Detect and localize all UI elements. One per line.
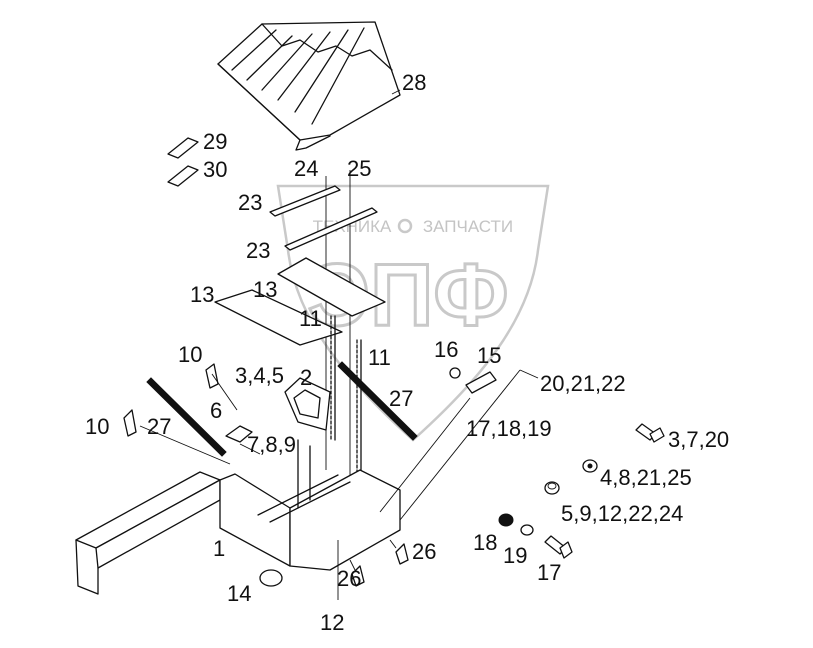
part-13-plate-upper xyxy=(277,257,386,317)
callout-30: 30 xyxy=(203,157,227,182)
part-27-strip-right xyxy=(337,361,418,441)
callout-5-9-12-22-24: 5,9,12,22,24 xyxy=(561,501,683,526)
part-bolt-3-7-20 xyxy=(635,423,665,443)
callout-16: 16 xyxy=(434,337,458,362)
part-15-hinge xyxy=(465,371,497,394)
callout-27-right: 27 xyxy=(389,386,413,411)
callout-10-lower: 10 xyxy=(85,414,109,439)
part-11-rod-right xyxy=(356,339,362,481)
callout-15: 15 xyxy=(477,343,501,368)
callout-14: 14 xyxy=(227,581,251,606)
part-17-bolt xyxy=(544,535,573,559)
part-nut-5-9-12-22-24 xyxy=(544,481,560,495)
callout-labels: 28 29 30 24 25 23 23 13 13 11 11 16 15 2… xyxy=(85,70,729,635)
part-washer-4-8-21-25 xyxy=(582,459,598,473)
callout-12: 12 xyxy=(320,610,344,635)
callout-2: 2 xyxy=(300,365,312,390)
callout-25: 25 xyxy=(347,156,371,181)
callout-23-lower: 23 xyxy=(246,238,270,263)
callout-3-7-20: 3,7,20 xyxy=(668,427,729,452)
part-27-strip-left xyxy=(146,377,227,457)
callout-3-4-5: 3,4,5 xyxy=(235,363,284,388)
callout-19: 19 xyxy=(503,543,527,568)
part-26-clip-right xyxy=(395,543,409,565)
part-28-cover xyxy=(217,21,401,151)
part-1-frame-rail xyxy=(75,471,221,595)
gear-icon xyxy=(397,218,413,234)
callout-1: 1 xyxy=(213,536,225,561)
part-18-nut xyxy=(498,513,514,527)
callout-23-upper: 23 xyxy=(238,190,262,215)
callout-28: 28 xyxy=(402,70,426,95)
callout-7-8-9: 7,8,9 xyxy=(247,432,296,457)
part-29-plate xyxy=(167,137,199,159)
callout-13-right: 13 xyxy=(253,277,277,302)
part-16-nut xyxy=(449,367,461,379)
callout-13-left: 13 xyxy=(190,282,214,307)
callout-26-lower: 26 xyxy=(337,566,361,591)
part-23-strip-lower xyxy=(284,207,378,251)
callout-6: 6 xyxy=(210,398,222,423)
callout-17: 17 xyxy=(537,560,561,585)
callout-20-21-22: 20,21,22 xyxy=(540,371,626,396)
callout-11-upper: 11 xyxy=(299,306,322,331)
callout-10-upper: 10 xyxy=(178,342,202,367)
part-19-washer xyxy=(520,524,534,536)
callout-17-18-19: 17,18,19 xyxy=(466,416,552,441)
part-6-plate xyxy=(225,425,253,443)
part-11-rod-left xyxy=(330,315,336,441)
callout-26-right: 26 xyxy=(412,539,436,564)
watermark-word-right: ЗАПЧАСТИ xyxy=(423,217,513,236)
callout-29: 29 xyxy=(203,129,227,154)
part-13-plate-lower xyxy=(214,289,343,346)
leader-lines xyxy=(139,89,539,600)
callout-4-8-21-25: 4,8,21,25 xyxy=(600,465,692,490)
callout-27-left: 27 xyxy=(147,414,171,439)
callout-18: 18 xyxy=(473,530,497,555)
part-23-strip-upper xyxy=(269,185,341,217)
part-14-knob xyxy=(259,569,283,587)
callout-11-lower: 11 xyxy=(368,345,391,370)
part-10-clip-upper xyxy=(205,363,219,389)
callout-24: 24 xyxy=(294,156,318,181)
part-30-plate xyxy=(167,165,199,187)
part-2-bracket xyxy=(284,377,331,431)
part-1-battery-box xyxy=(219,439,401,571)
part-10-clip-lower xyxy=(123,409,137,437)
